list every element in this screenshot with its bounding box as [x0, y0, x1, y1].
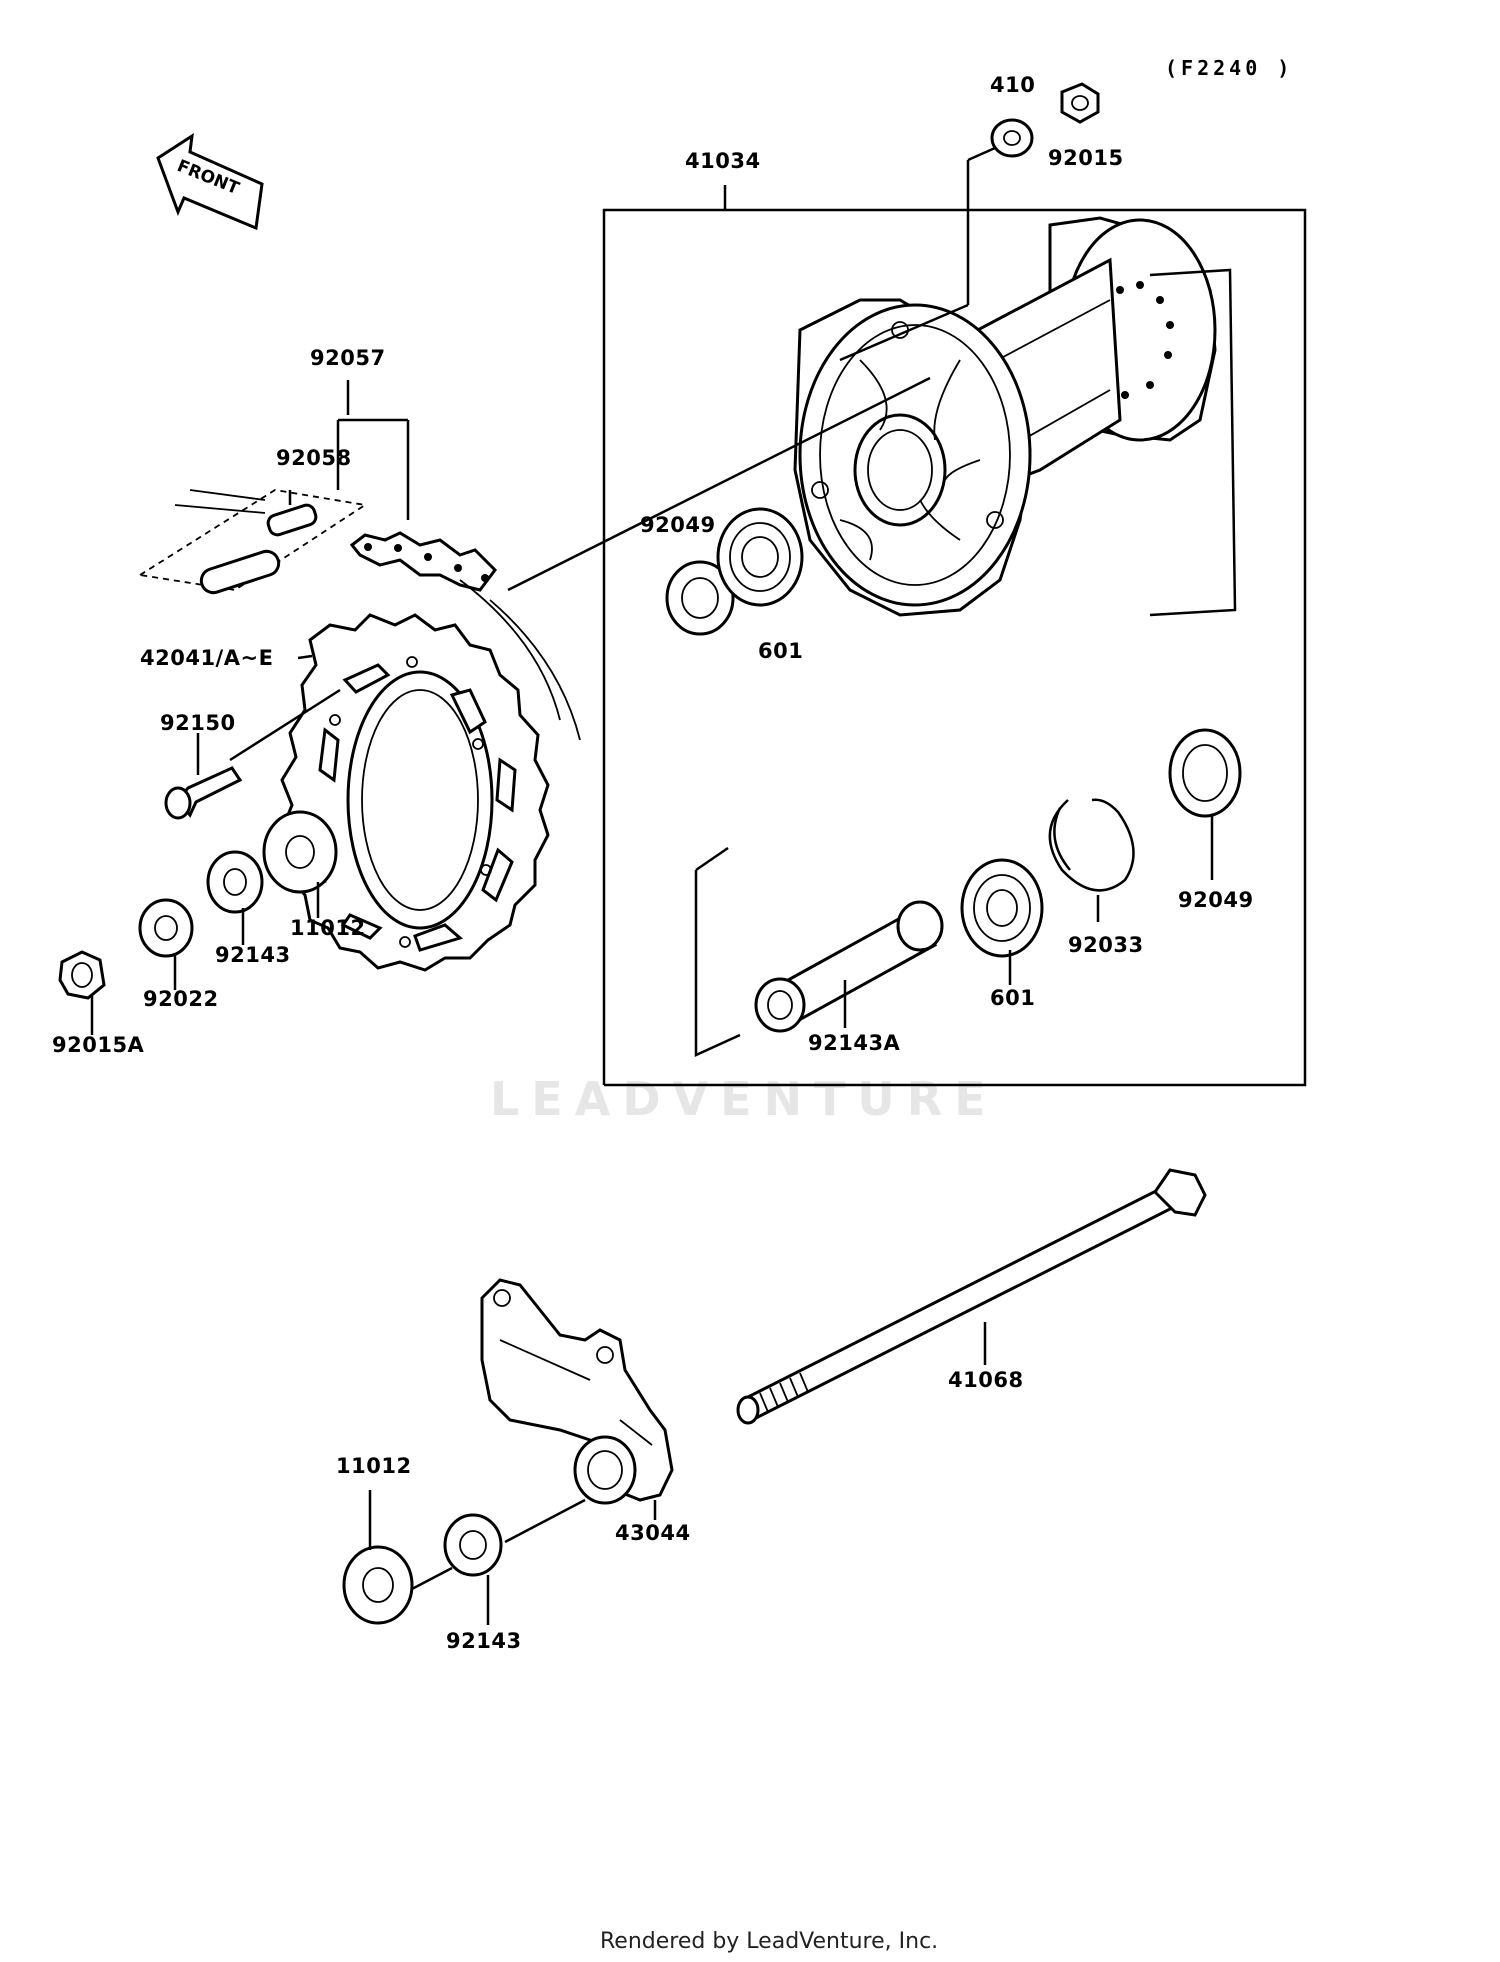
- label-410: 410: [990, 73, 1035, 97]
- ball-bearing-601-top-part: [716, 507, 804, 607]
- label-92049-top: 92049: [640, 513, 716, 537]
- label-92143-top: 92143: [215, 943, 291, 967]
- washer-92022-part: [138, 898, 194, 958]
- front-arrow-icon: FRONT: [156, 132, 264, 231]
- label-41068: 41068: [948, 1368, 1024, 1392]
- label-92150: 92150: [160, 711, 236, 735]
- collar-11012-bottom-part: [342, 1545, 414, 1625]
- ball-bearing-601-bottom-part: [960, 858, 1044, 958]
- collar-92143-bottom-part: [443, 1513, 503, 1577]
- oil-seal-92049-right-part: [1168, 728, 1242, 818]
- nut-92015A-part: [58, 950, 106, 1000]
- label-42041: 42041/A~E: [140, 646, 273, 670]
- hub-assembly-frame: [602, 185, 1307, 1087]
- label-601-top: 601: [758, 639, 803, 663]
- rear-sprocket-part: [280, 579, 581, 972]
- label-92022: 92022: [143, 987, 219, 1011]
- collar-92143-top-part: [206, 850, 264, 914]
- label-601-bottom: 601: [990, 986, 1035, 1010]
- label-92015: 92015: [1048, 146, 1124, 170]
- label-11012-top: 11012: [290, 916, 366, 940]
- label-41034: 41034: [685, 149, 761, 173]
- figure-code: (F2240 ): [1165, 56, 1293, 80]
- collar-11012-top-part: [262, 810, 338, 894]
- label-43044: 43044: [615, 1521, 691, 1545]
- label-92057: 92057: [310, 346, 386, 370]
- sprocket-bolt-92150-part: [164, 766, 243, 820]
- drive-chain-part: [137, 489, 497, 595]
- label-92033: 92033: [1068, 933, 1144, 957]
- label-11012-bottom: 11012: [336, 1454, 412, 1478]
- rear-hub-part: [793, 216, 1237, 617]
- rear-axle-41068-part: [736, 1168, 1207, 1425]
- watermark: LEADVENTURE: [490, 1072, 998, 1126]
- footer-credit: Rendered by LeadVenture, Inc.: [600, 1929, 938, 1954]
- label-92049-right: 92049: [1178, 888, 1254, 912]
- label-92143-bottom: 92143: [446, 1629, 522, 1653]
- label-92015A: 92015A: [52, 1033, 145, 1057]
- nut-92015-part: [1060, 82, 1100, 124]
- spacer-92143A-part: [754, 900, 944, 1033]
- caliper-bracket-43044-part: [480, 1278, 674, 1505]
- circlip-92033-part: [1048, 798, 1135, 892]
- washer-410-part: [990, 118, 1034, 158]
- oil-seal-92049-top-part: [665, 560, 735, 636]
- label-92058: 92058: [276, 446, 352, 470]
- label-92143A: 92143A: [808, 1031, 901, 1055]
